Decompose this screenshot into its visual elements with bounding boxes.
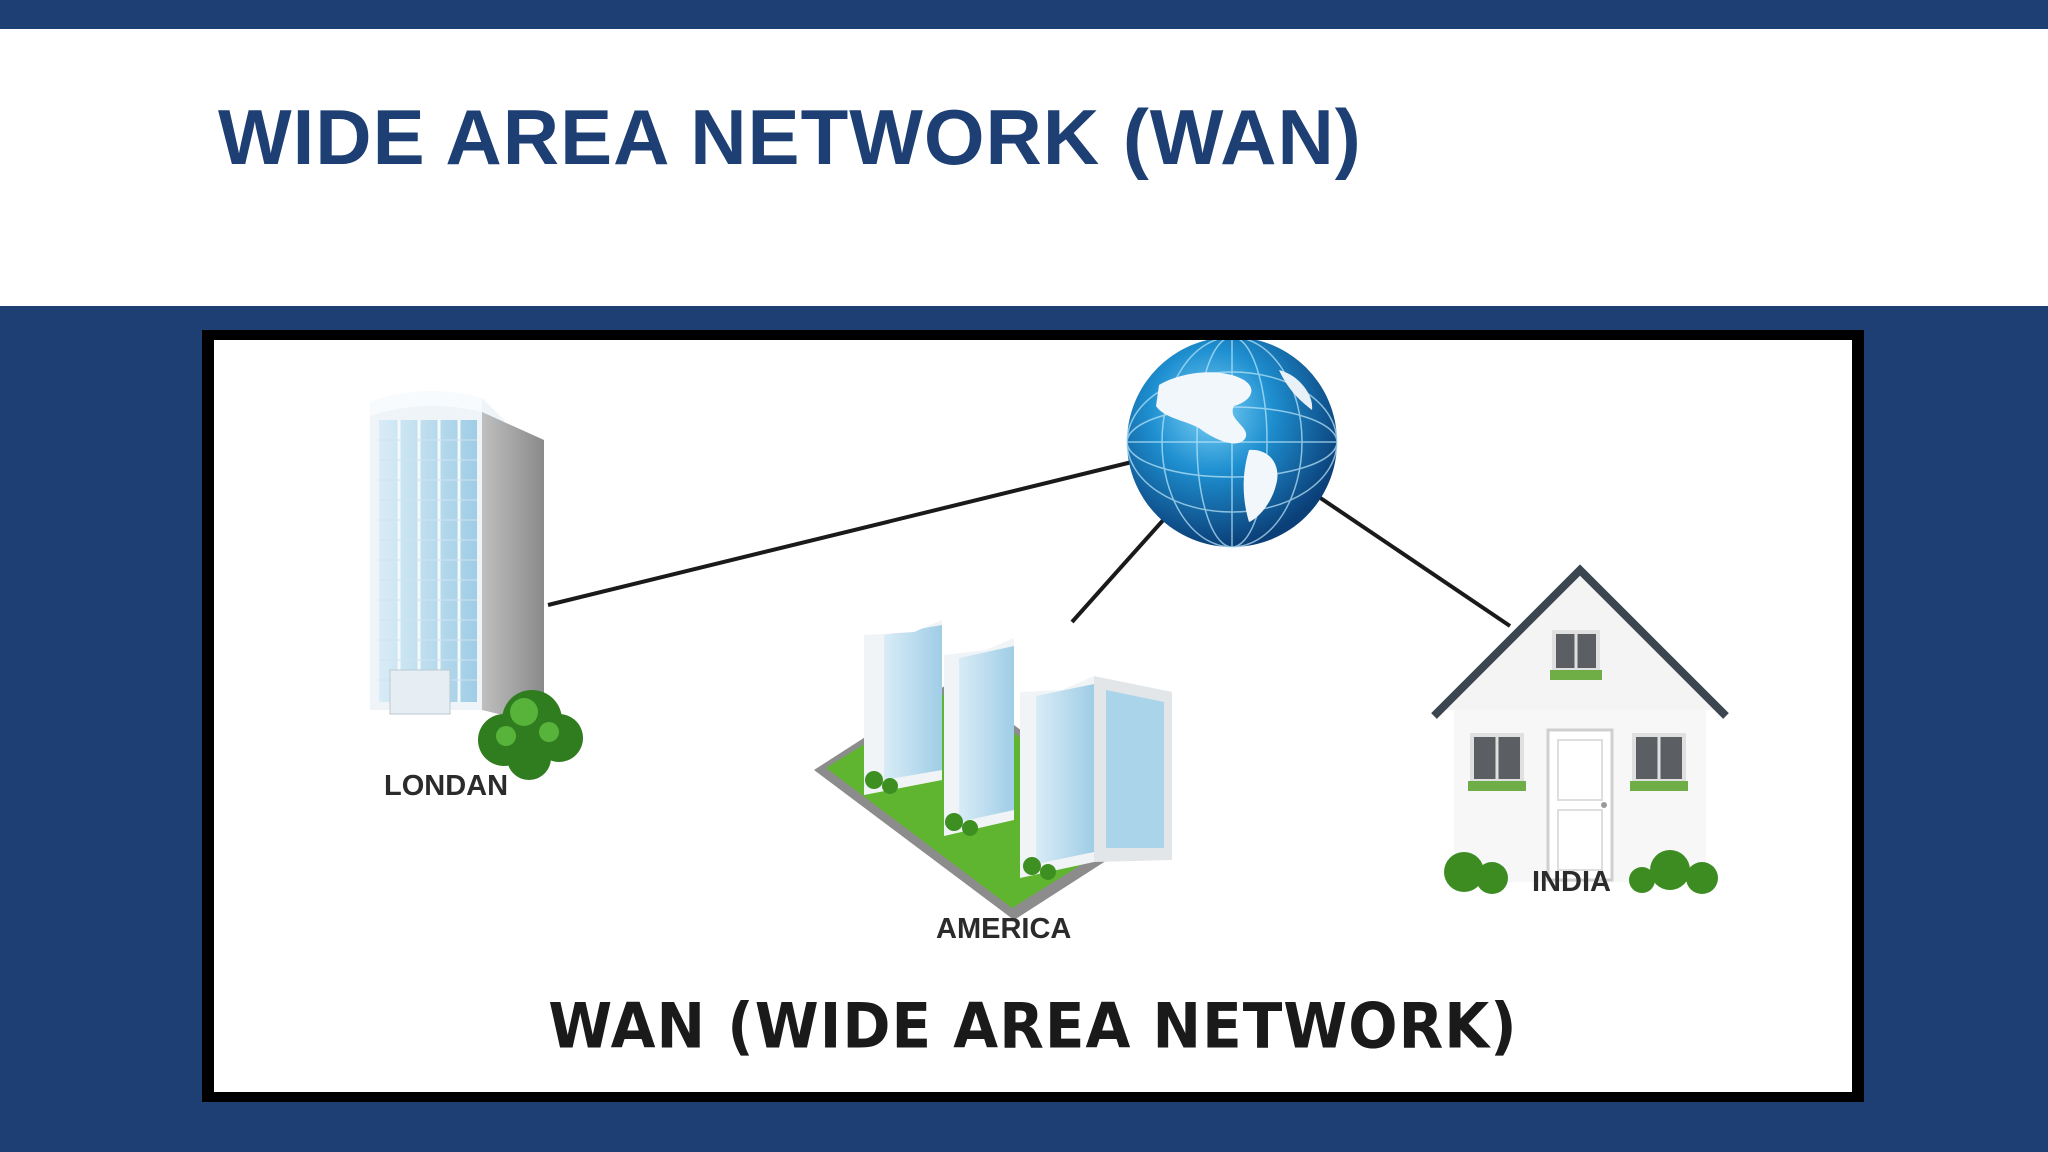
link-india-globe: [1314, 493, 1512, 628]
link-america-globe: [1070, 506, 1176, 624]
diagram-caption: WAN (WIDE AREA NETWORK): [548, 989, 1518, 1063]
diagram-canvas: LONDAN AMERICA INDIA WAN (WIDE AREA NETW…: [214, 340, 1852, 1092]
link-london-globe: [547, 460, 1133, 607]
connection-lines: [547, 460, 1512, 628]
slide-title: WIDE AREA NETWORK (WAN): [218, 93, 1362, 181]
title-area: [0, 29, 2048, 306]
site-label-india: INDIA: [1532, 866, 1611, 898]
diagram-svg: [370, 340, 1729, 920]
site-label-london: LONDAN: [384, 770, 509, 802]
site-label-america: AMERICA: [936, 913, 1072, 945]
wan-diagram: LONDAN AMERICA INDIA WAN (WIDE AREA NETW…: [202, 330, 1864, 1102]
house-icon: [1431, 564, 1729, 894]
office-buildings-icon: [814, 620, 1172, 920]
globe-icon: [1126, 340, 1338, 548]
top-band: [0, 0, 2048, 29]
office-tower-icon: [370, 390, 583, 780]
